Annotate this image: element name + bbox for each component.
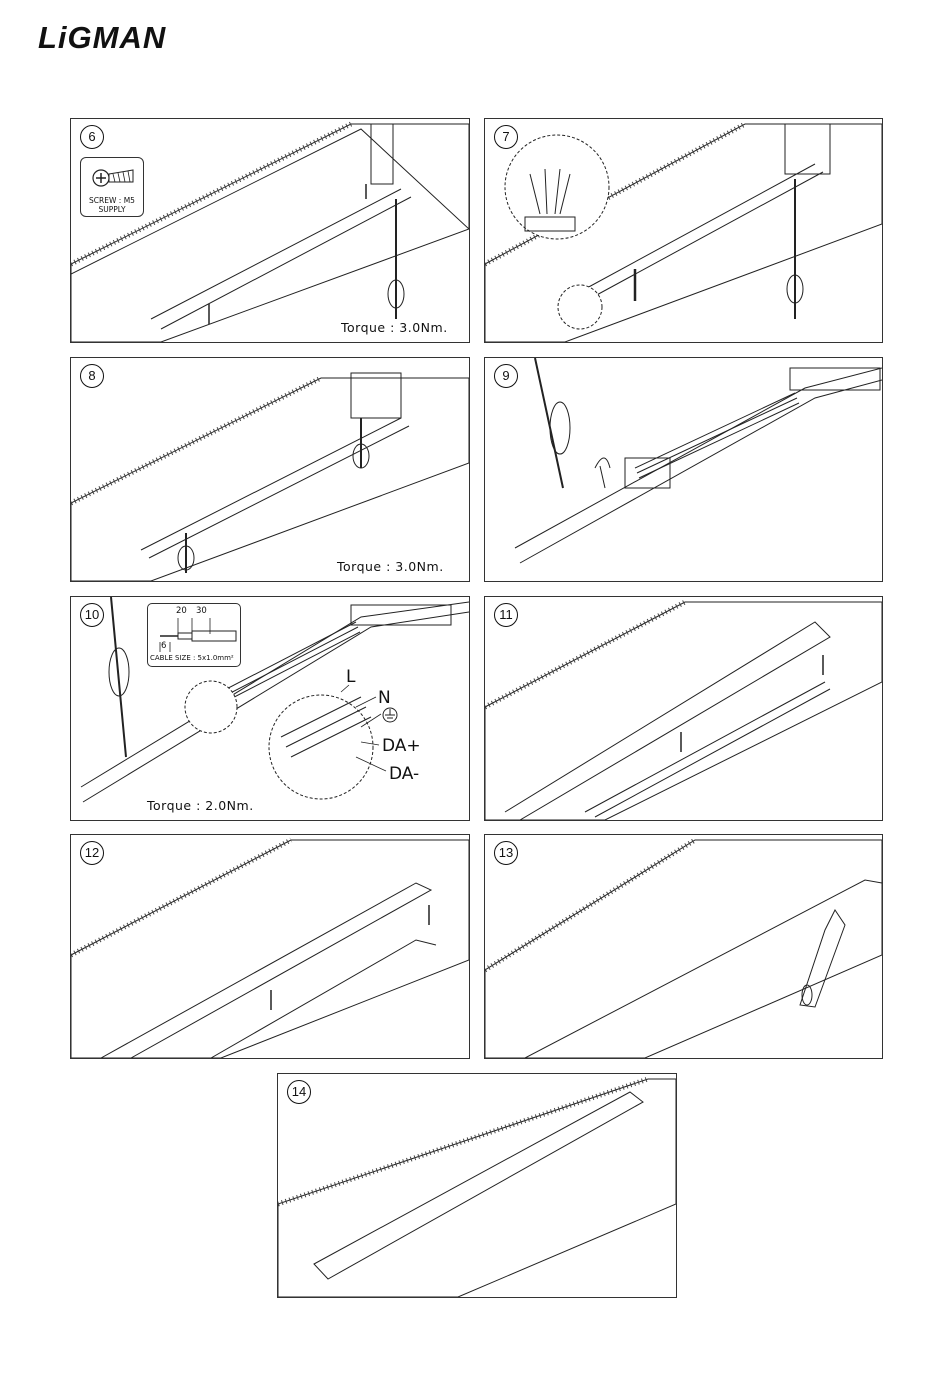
step-number-9: 9 bbox=[494, 364, 518, 388]
step-12-illustration bbox=[71, 835, 469, 1058]
step-10-illustration bbox=[71, 597, 469, 820]
cable-dim-30: 30 bbox=[196, 606, 207, 616]
step-number-11: 11 bbox=[494, 603, 518, 627]
step-13-illustration bbox=[485, 835, 882, 1058]
cable-dim-6: 6 bbox=[161, 641, 166, 651]
step-14-panel: 14 bbox=[277, 1073, 677, 1298]
wire-label-n: N bbox=[378, 688, 391, 708]
step-9-panel: 9 bbox=[484, 357, 883, 582]
step-13-panel: 13 bbox=[484, 834, 883, 1059]
step-number-13: 13 bbox=[494, 841, 518, 865]
wire-label-da-plus: DA+ bbox=[382, 736, 421, 756]
step-8-illustration bbox=[71, 358, 469, 581]
cable-strip-diagram: 20 30 6 CABLE SIZE : 5x1.0mm² bbox=[147, 603, 241, 667]
wire-label-da-minus: DA- bbox=[389, 764, 419, 784]
step-7-panel: 7 bbox=[484, 118, 883, 343]
screw-info-box: SCREW : M5 SUPPLY bbox=[80, 157, 144, 217]
step-8-panel: 8 Torque : 3.0Nm. bbox=[70, 357, 470, 582]
screw-supply-label: SUPPLY bbox=[81, 205, 143, 214]
step-number-8: 8 bbox=[80, 364, 104, 388]
screw-icon bbox=[81, 158, 143, 196]
step-11-panel: 11 bbox=[484, 596, 883, 821]
wire-label-l: L bbox=[346, 667, 355, 687]
step-14-illustration bbox=[278, 1074, 676, 1297]
step-12-panel: 12 bbox=[70, 834, 470, 1059]
cable-dim-20: 20 bbox=[176, 606, 187, 616]
step-11-illustration bbox=[485, 597, 882, 820]
ligman-logo: LiGMAN bbox=[38, 20, 166, 56]
step-9-illustration bbox=[485, 358, 882, 581]
torque-label: Torque : 3.0Nm. bbox=[335, 559, 446, 574]
cable-size-label: CABLE SIZE : 5x1.0mm² bbox=[150, 654, 234, 662]
screw-size-label: SCREW : M5 bbox=[81, 196, 143, 205]
step-6-illustration bbox=[71, 119, 469, 342]
step-number-6: 6 bbox=[80, 125, 104, 149]
torque-label: Torque : 3.0Nm. bbox=[339, 320, 450, 335]
step-10-panel: 10 20 30 6 CABLE SIZE : 5x1.0mm² bbox=[70, 596, 470, 821]
step-number-12: 12 bbox=[80, 841, 104, 865]
step-number-14: 14 bbox=[287, 1080, 311, 1104]
step-7-illustration bbox=[485, 119, 882, 342]
step-6-panel: 6 SCREW : M5 SUPPLY Torque : 3.0Nm. bbox=[70, 118, 470, 343]
torque-label: Torque : 2.0Nm. bbox=[145, 798, 256, 813]
step-number-7: 7 bbox=[494, 125, 518, 149]
step-number-10: 10 bbox=[80, 603, 104, 627]
